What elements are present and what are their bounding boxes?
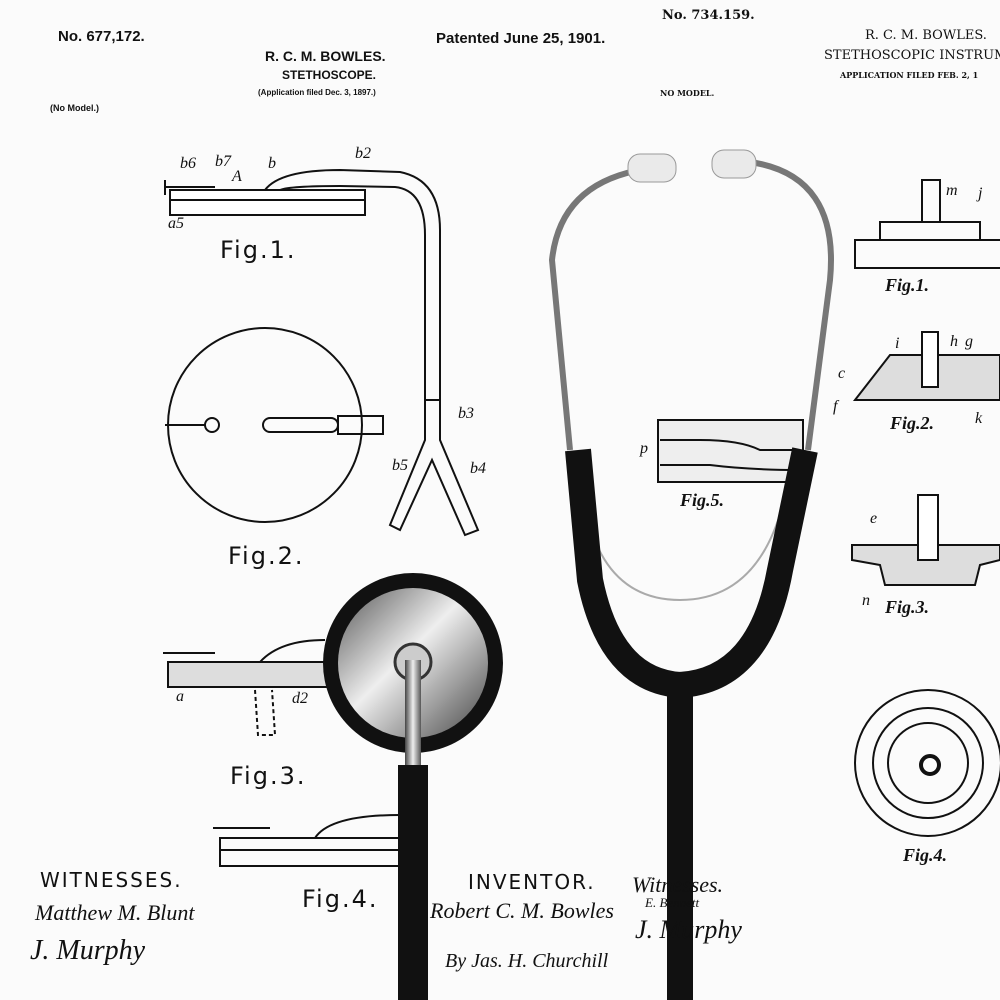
ref-letter: k: [975, 410, 983, 427]
fig3-drawing: [163, 639, 334, 736]
ref-letter: A: [232, 168, 242, 185]
ref-letter: i: [895, 335, 900, 352]
right-patent-inventor: R. C. M. BOWLES.: [865, 28, 987, 43]
right-patent-number: No. 734.159.: [662, 8, 755, 23]
ref-letter: h: [950, 333, 958, 350]
left-patent-application: (Application filed Dec. 3, 1897.): [258, 88, 376, 97]
witness-signature-1: Matthew M. Blunt: [35, 900, 195, 925]
ref-letter: m: [946, 182, 958, 199]
right-earpiece-icon: [711, 149, 757, 179]
right-fig3-drawing: [851, 494, 1000, 586]
ref-letter: c: [838, 365, 846, 382]
right-fig5-drawing: [657, 419, 804, 483]
fig2-drawing: [165, 327, 384, 523]
ref-letter: b6: [180, 155, 196, 172]
right-fig4-drawing: [854, 689, 1000, 837]
witness-signature-2: J. Murphy: [30, 935, 146, 966]
ref-letter: p: [640, 440, 648, 457]
ref-letter: d2: [292, 690, 308, 707]
ref-letter: b4: [470, 460, 486, 477]
chestpiece-stem: [405, 660, 421, 770]
fig4-label: Fig.4.: [302, 885, 379, 913]
attorney-signature: By Jas. H. Churchill: [445, 950, 609, 972]
ref-letter: g: [965, 333, 973, 350]
chestpiece-tubing: [398, 765, 428, 1000]
ref-letter: n: [862, 592, 870, 609]
ref-letter: a5: [168, 215, 184, 232]
main-tubing: [667, 685, 693, 1000]
ref-letter: b: [268, 155, 276, 172]
inventor-label: INVENTOR.: [468, 870, 596, 894]
left-binaural-tube: [548, 167, 641, 451]
fig2-label: Fig.2.: [228, 542, 305, 570]
left-patent-title: STETHOSCOPE.: [282, 68, 377, 82]
right-witnesses-label: Witnesses.: [632, 872, 724, 897]
right-patent-application: APPLICATION FILED FEB. 2, 1: [840, 70, 979, 80]
ref-letter: a: [176, 688, 184, 705]
left-earpiece-icon: [627, 153, 677, 183]
right-fig1-drawing: [854, 179, 1000, 269]
y-tubing: [565, 447, 818, 699]
left-patent-model: (No Model.): [50, 103, 99, 113]
left-patent-inventor: R. C. M. BOWLES.: [265, 48, 386, 64]
ref-letter: e: [870, 510, 878, 527]
right-fig1-label: Fig.1.: [885, 275, 930, 295]
ref-letter: b3: [458, 405, 474, 422]
fig1-drawing: [164, 168, 480, 537]
right-binaural-tube: [749, 159, 834, 451]
right-fig5-label: Fig.5.: [680, 490, 725, 510]
fig1-label: Fig.1.: [220, 236, 297, 264]
ref-letter: f: [833, 398, 838, 415]
right-fig3-label: Fig.3.: [885, 597, 930, 617]
right-witness-signature-1: E. Bennett: [645, 895, 700, 910]
witnesses-label: WITNESSES.: [40, 868, 183, 892]
right-fig4-label: Fig.4.: [903, 845, 948, 865]
ref-letter: b5: [392, 457, 408, 474]
right-witness-signature-2: J. Murphy: [635, 915, 742, 944]
right-fig2-drawing: [852, 331, 1000, 401]
inventor-signature: Robert C. M. Bowles: [430, 898, 614, 923]
fig3-label: Fig.3.: [230, 762, 307, 790]
right-patent-title: STETHOSCOPIC INSTRUM: [824, 48, 1000, 63]
right-patent-model: NO MODEL.: [660, 88, 715, 98]
ref-letter: j: [978, 185, 983, 202]
right-fig2-label: Fig.2.: [890, 413, 935, 433]
left-patent-date: Patented June 25, 1901.: [436, 30, 606, 47]
left-patent-number: No. 677,172.: [58, 28, 145, 45]
ref-letter: b2: [355, 145, 371, 162]
ref-letter: b7: [215, 153, 231, 170]
